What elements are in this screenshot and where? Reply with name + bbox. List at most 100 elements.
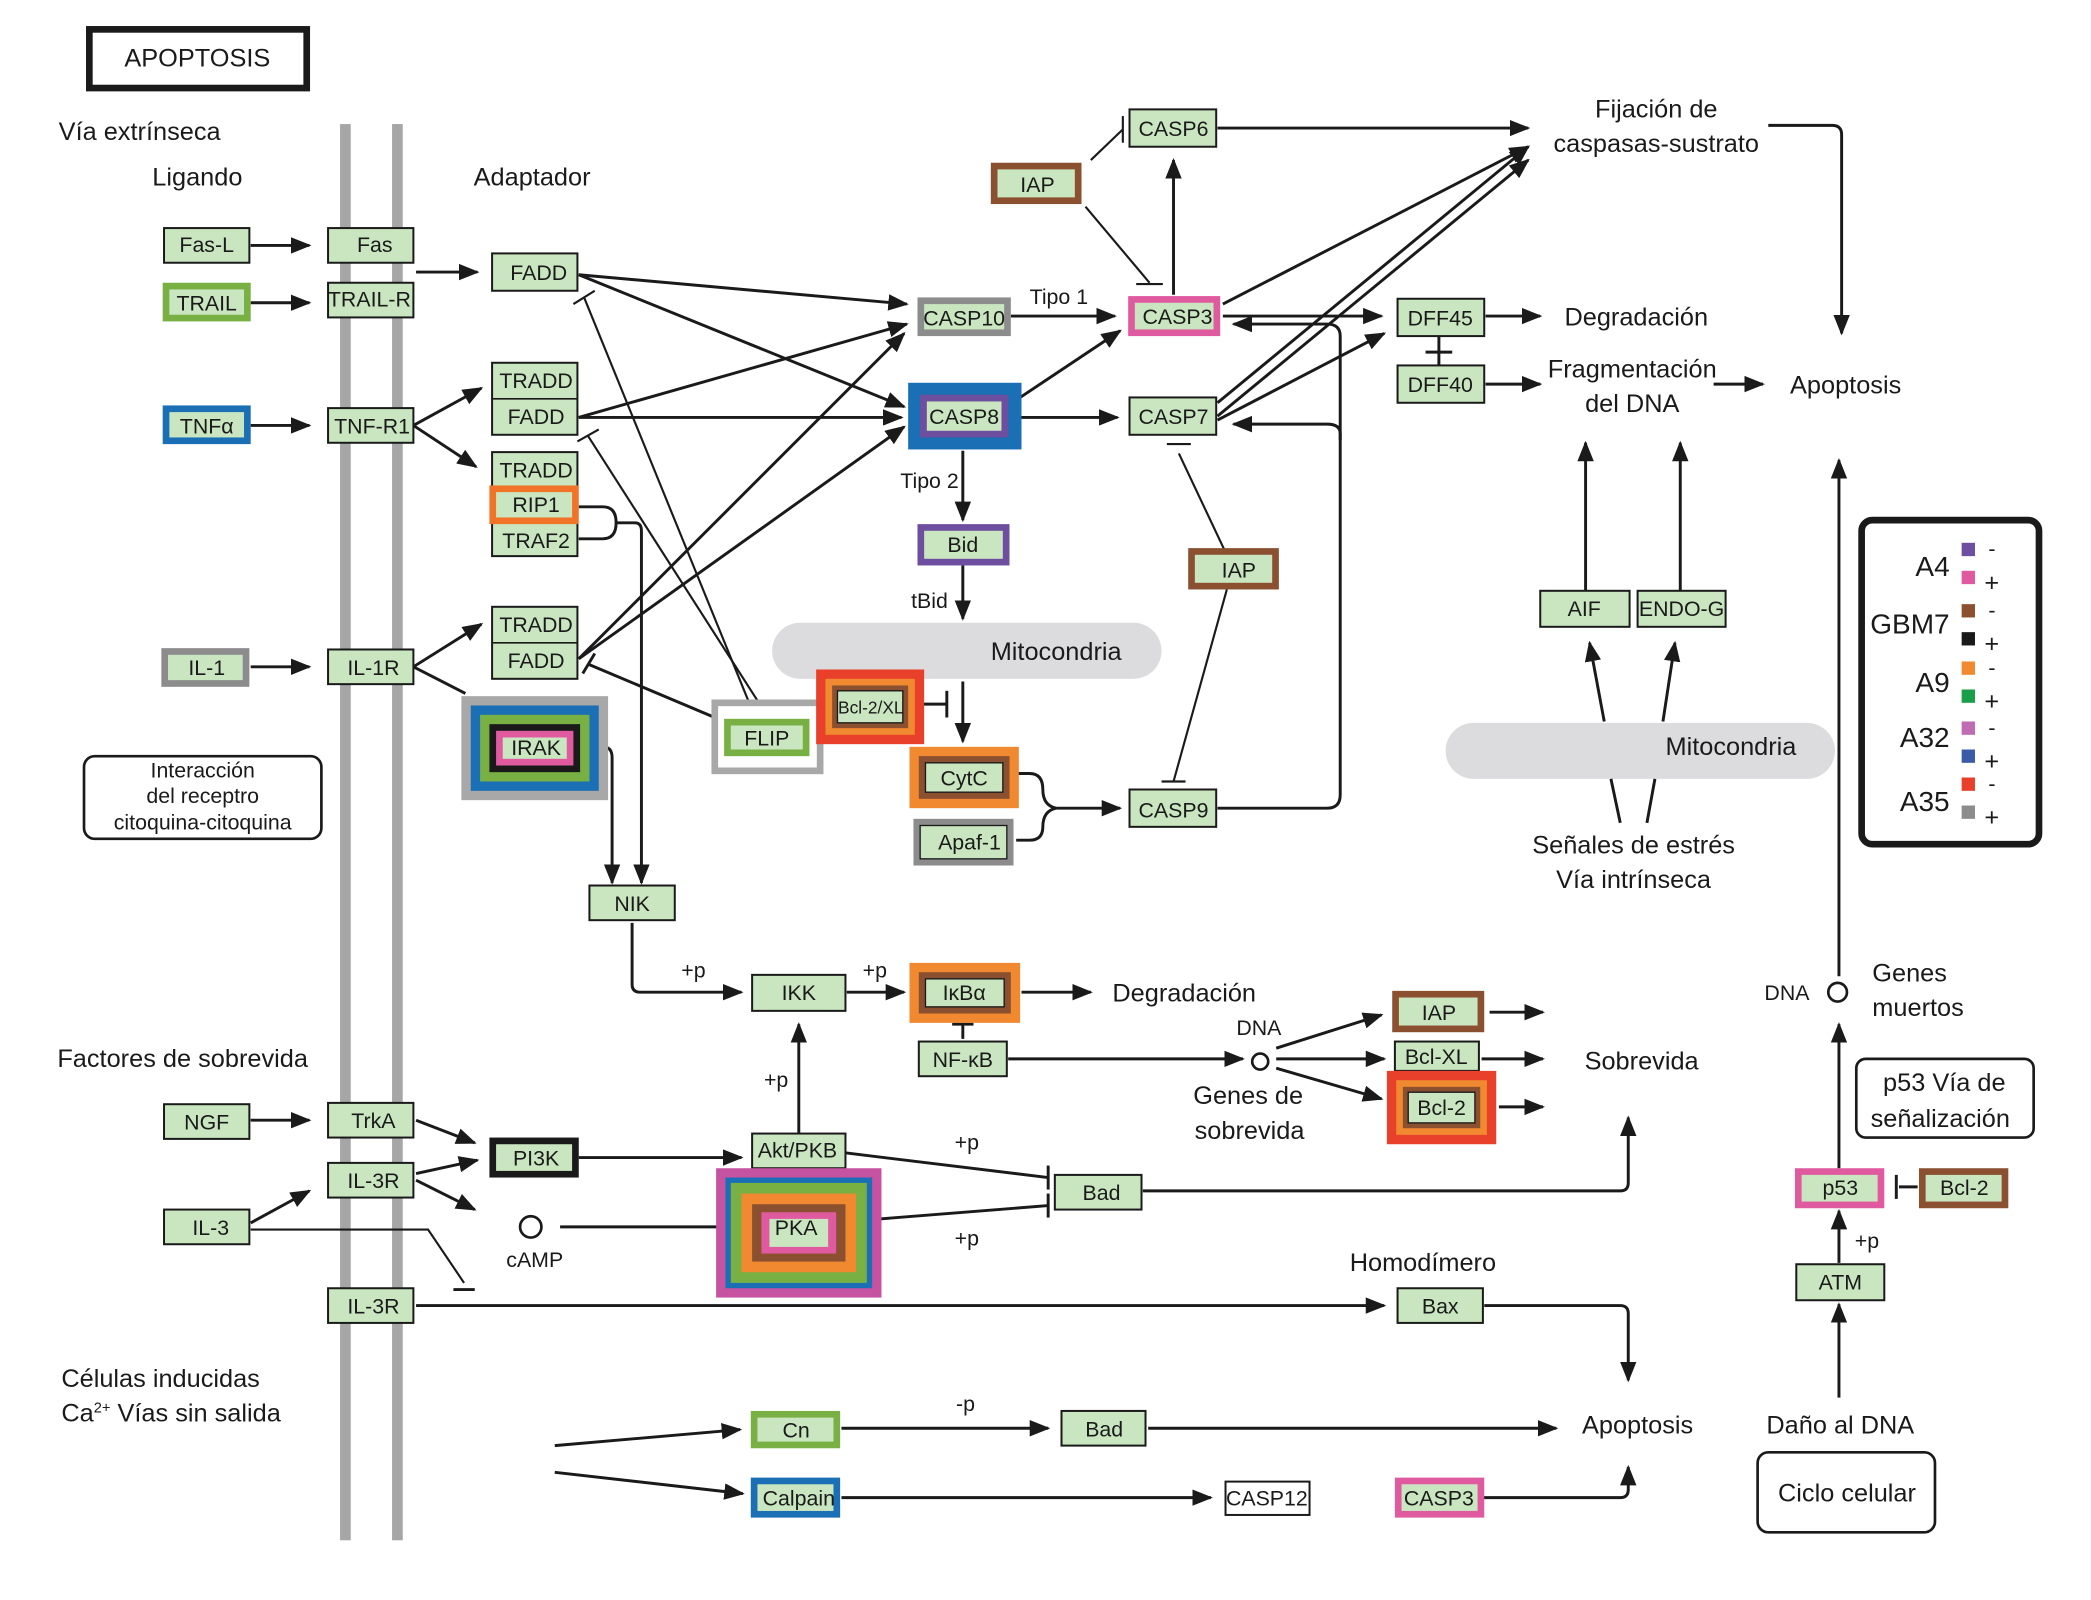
node-trka[interactable]: TrkA [327, 1101, 415, 1139]
label-dna-1: DNA [1236, 1016, 1282, 1040]
svg-text:+: + [1984, 804, 1999, 832]
node-irak[interactable]: IRAK [461, 696, 609, 801]
node-iap-3[interactable]: IAP [1392, 990, 1485, 1033]
node-casp7[interactable]: CASP7 [1128, 396, 1218, 436]
node-casp10[interactable]: CASP10 [917, 297, 1011, 337]
node-il-1[interactable]: IL-1 [161, 648, 250, 687]
node-fas-l[interactable]: Fas-L [163, 227, 251, 264]
node-tnf-alpha[interactable]: TNFα [162, 405, 251, 445]
interaction-line-2: del receptro [146, 784, 259, 808]
node-ikk[interactable]: IKK [751, 973, 847, 1012]
svg-text:Fas: Fas [357, 233, 393, 257]
svg-text:CASP9: CASP9 [1139, 799, 1209, 823]
node-casp12[interactable]: CASP12 [1224, 1480, 1311, 1516]
interaction-line-1: Interacción [151, 758, 255, 782]
svg-text:IAP: IAP [1020, 173, 1054, 197]
node-casp3[interactable]: CASP3 [1128, 296, 1221, 337]
svg-text:CASP3: CASP3 [1404, 1487, 1474, 1511]
svg-text:p53: p53 [1822, 1176, 1858, 1200]
node-rip1[interactable]: RIP1 [489, 485, 579, 525]
node-bcl-2-b[interactable]: Bcl-2 [1918, 1168, 2009, 1209]
svg-text:+: + [1984, 630, 1999, 658]
node-iap-2[interactable]: IAP [1188, 548, 1279, 590]
node-cn[interactable]: Cn [750, 1410, 841, 1449]
label-degradacion-2: Degradación [1112, 980, 1256, 1008]
node-fas[interactable]: Fas [327, 227, 415, 264]
svg-text:TRADD: TRADD [499, 458, 572, 482]
svg-text:IL-3R: IL-3R [347, 1169, 399, 1193]
label-genes-sobrevida-1: Genes de [1193, 1082, 1303, 1110]
node-bcl-2-a[interactable]: Bcl-2 [1386, 1070, 1497, 1145]
svg-text:ENDO-G: ENDO-G [1639, 597, 1724, 621]
svg-text:CASP12: CASP12 [1226, 1487, 1308, 1511]
label-mitocondria-1: Mitocondria [991, 638, 1123, 666]
svg-text:IAP: IAP [1222, 558, 1256, 582]
node-bad-2[interactable]: Bad [1060, 1409, 1147, 1447]
svg-text:-: - [1988, 598, 1995, 622]
label-camp: cAMP [506, 1248, 563, 1272]
node-nik[interactable]: NIK [588, 884, 676, 922]
node-casp8[interactable]: CASP8 [908, 382, 1022, 450]
node-fadd-1[interactable]: FADD [491, 252, 579, 292]
label-tipo2: Tipo 2 [900, 469, 958, 493]
node-akt-pkb[interactable]: Akt/PKB [751, 1132, 847, 1170]
label-adaptador: Adaptador [474, 163, 591, 191]
svg-text:-: - [1988, 716, 1995, 740]
svg-text:TNFα: TNFα [180, 414, 234, 438]
p53-pathway-box[interactable] [1854, 1057, 2035, 1139]
svg-text:Bcl-2: Bcl-2 [1940, 1176, 1989, 1200]
node-casp3-b[interactable]: CASP3 [1394, 1477, 1485, 1518]
svg-text:A9: A9 [1915, 667, 1949, 698]
node-ngf[interactable]: NGF [163, 1103, 251, 1140]
node-trail[interactable]: TRAIL [162, 282, 251, 322]
node-nf-kb[interactable]: NF-κB [917, 1040, 1008, 1078]
node-iap-1[interactable]: IAP [990, 162, 1082, 205]
node-cytc[interactable]: CytC [909, 746, 1019, 809]
svg-text:FADD: FADD [510, 261, 567, 285]
node-bax[interactable]: Bax [1396, 1287, 1484, 1324]
node-dff40[interactable]: DFF40 [1396, 364, 1486, 404]
title: APOPTOSIS [124, 45, 270, 73]
svg-text:A35: A35 [1900, 786, 1950, 817]
interaction-box[interactable] [82, 754, 323, 841]
node-pi3k[interactable]: PI3K [489, 1137, 579, 1178]
svg-text:CASP6: CASP6 [1139, 117, 1209, 141]
svg-text:Calpain: Calpain [763, 1487, 835, 1511]
node-tnf-r1[interactable]: TNF-R1 [327, 407, 415, 444]
node-aif[interactable]: AIF [1539, 589, 1631, 628]
node-bad-1[interactable]: Bad [1053, 1173, 1143, 1211]
node-dff45[interactable]: DFF45 [1396, 297, 1486, 338]
node-casp6[interactable]: CASP6 [1128, 108, 1218, 148]
legend-swatch-a9-plus [1961, 689, 1975, 703]
node-apaf-1[interactable]: Apaf-1 [913, 818, 1014, 866]
node-pka[interactable]: PKA [716, 1168, 882, 1298]
node-ikba[interactable]: IκBα [909, 962, 1021, 1023]
node-il-3r-2[interactable]: IL-3R [327, 1287, 415, 1324]
label-homodimero: Homodímero [1350, 1249, 1496, 1277]
node-bcl-xl[interactable]: Bcl-XL [1393, 1040, 1480, 1072]
svg-text:Cn: Cn [782, 1419, 809, 1443]
node-il-3[interactable]: IL-3 [163, 1208, 251, 1246]
cell-cycle-box[interactable] [1756, 1450, 1937, 1534]
node-p53[interactable]: p53 [1794, 1168, 1885, 1209]
node-il-1r[interactable]: IL-1R [327, 648, 415, 686]
legend-swatch-gbm7-plus [1961, 632, 1975, 646]
legend-group-a35: A35 - + [1900, 772, 1999, 832]
node-endo-g[interactable]: ENDO-G [1636, 589, 1727, 628]
svg-text:FADD: FADD [508, 649, 565, 673]
node-flip[interactable]: FLIP [711, 699, 824, 775]
node-bid[interactable]: Bid [917, 524, 1010, 566]
svg-text:CytC: CytC [940, 766, 987, 790]
legend-swatch-gbm7-minus [1961, 604, 1975, 618]
label-plus-p-2: +p [863, 959, 887, 983]
node-bcl2-xl[interactable]: Bcl-2/XL [816, 669, 925, 745]
node-calpain[interactable]: Calpain [750, 1477, 841, 1518]
camp-circle [518, 1214, 543, 1239]
node-casp9[interactable]: CASP9 [1128, 788, 1218, 828]
node-il-3r-1[interactable]: IL-3R [327, 1161, 415, 1199]
node-trail-r[interactable]: TRAIL-R [327, 281, 415, 319]
svg-text:RIP1: RIP1 [512, 493, 559, 517]
node-atm[interactable]: ATM [1795, 1263, 1886, 1302]
